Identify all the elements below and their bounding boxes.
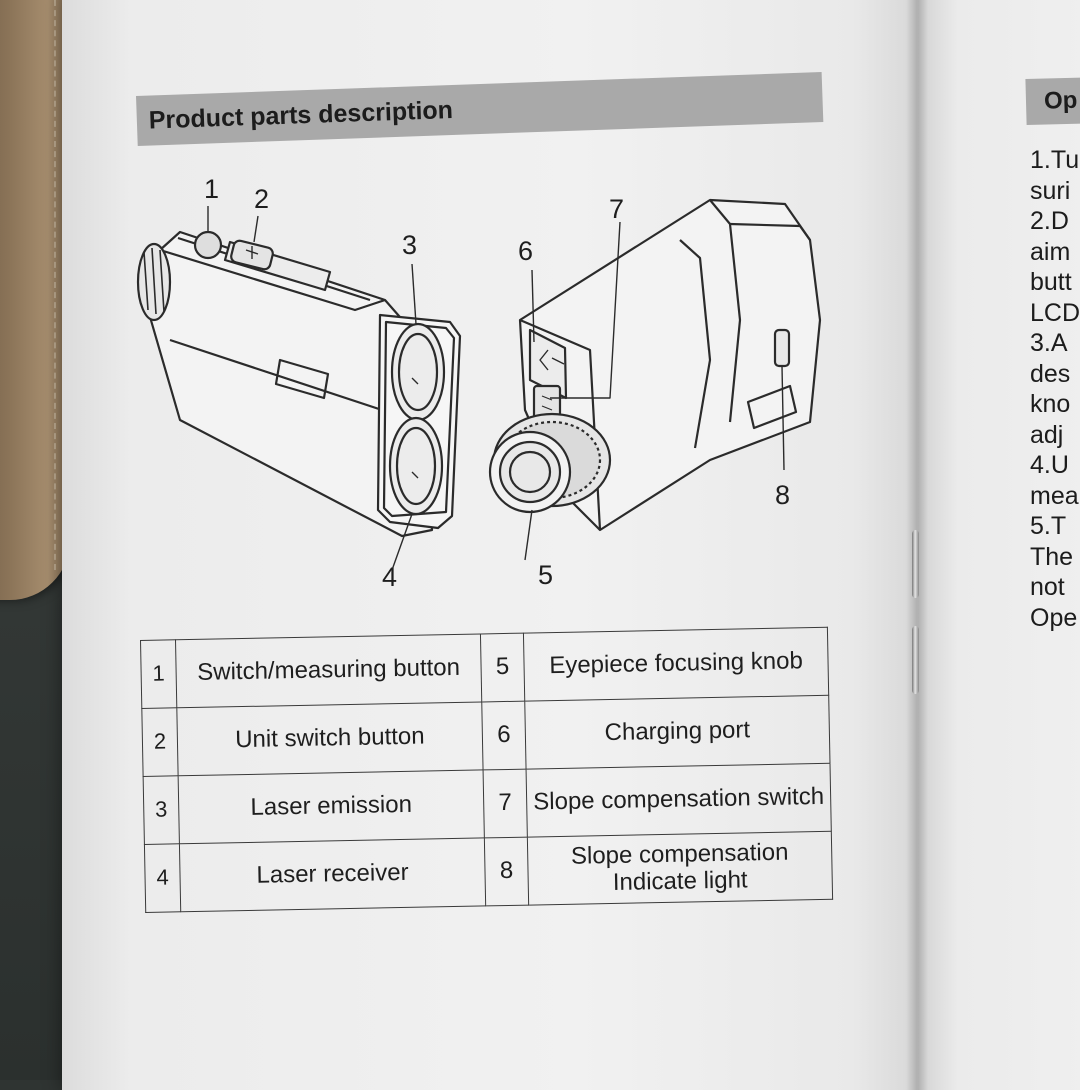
- staple-bottom: [912, 626, 919, 694]
- callout-6: 6: [518, 236, 533, 266]
- rangefinder-rear-illustration: [488, 198, 822, 532]
- manual-page-right: [918, 0, 1080, 1090]
- table-row: 4 Laser receiver 8 Slope compensation In…: [144, 831, 833, 913]
- text-line: suri: [1030, 176, 1071, 205]
- text-line: 3.A: [1030, 329, 1068, 357]
- text-line: 2.D: [1030, 207, 1069, 235]
- right-page-header: Op: [1025, 76, 1080, 126]
- text-line: 4.U: [1030, 451, 1069, 479]
- part-number: 3: [143, 775, 180, 845]
- text-line: 5.T: [1030, 512, 1067, 540]
- part-label: Laser emission: [178, 769, 485, 844]
- callout-1: 1: [204, 174, 219, 204]
- text-line: LCD: [1030, 298, 1080, 327]
- part-label: Unit switch button: [176, 701, 484, 776]
- part-number: 5: [480, 633, 525, 702]
- right-page-text: 1.Tu suri 2.D aim butt LCD 3.A des kno a…: [1030, 146, 1080, 634]
- part-label: Laser receiver: [179, 837, 486, 912]
- part-number: 2: [141, 707, 179, 777]
- callout-5: 5: [538, 560, 553, 590]
- callout-7: 7: [609, 194, 624, 224]
- text-line: kno: [1030, 390, 1071, 418]
- text-line: Ope: [1030, 603, 1078, 632]
- text-line: aim: [1030, 237, 1071, 266]
- rangefinder-front-illustration: [136, 230, 462, 538]
- text-line: The: [1030, 542, 1074, 571]
- callout-leader-lines: [207, 206, 785, 571]
- callout-3: 3: [402, 230, 417, 260]
- part-number: 4: [144, 843, 181, 913]
- callout-2: 2: [254, 184, 269, 214]
- part-label: Charging port: [524, 695, 830, 770]
- text-line: adj: [1030, 420, 1064, 449]
- text-line: not: [1030, 573, 1065, 601]
- text-line: 1.Tu: [1030, 146, 1080, 174]
- text-line: des: [1030, 359, 1071, 388]
- right-page-title: Op: [1043, 86, 1078, 115]
- staple-top: [912, 530, 919, 598]
- part-label: Slope compensation Indicate light: [527, 831, 833, 906]
- parts-table: 1 Switch/measuring button 5 Eyepiece foc…: [140, 627, 833, 913]
- section-title: Product parts description: [148, 95, 454, 135]
- part-number: 6: [481, 701, 527, 770]
- part-label: Switch/measuring button: [175, 633, 482, 708]
- part-label: Eyepiece focusing knob: [523, 627, 829, 702]
- callout-8: 8: [775, 480, 790, 510]
- manual-page-left: [62, 0, 922, 1090]
- part-number: 7: [483, 769, 528, 838]
- rangefinder-diagram: 1 2 3 4 5 6 7 8: [136, 174, 822, 592]
- leather-pouch: [0, 0, 70, 600]
- text-line: mea: [1030, 481, 1079, 510]
- part-number: 8: [484, 837, 529, 906]
- part-label: Slope compensation switch: [526, 763, 832, 838]
- text-line: butt: [1030, 268, 1072, 296]
- callout-4: 4: [382, 562, 397, 592]
- part-number: 1: [140, 639, 177, 709]
